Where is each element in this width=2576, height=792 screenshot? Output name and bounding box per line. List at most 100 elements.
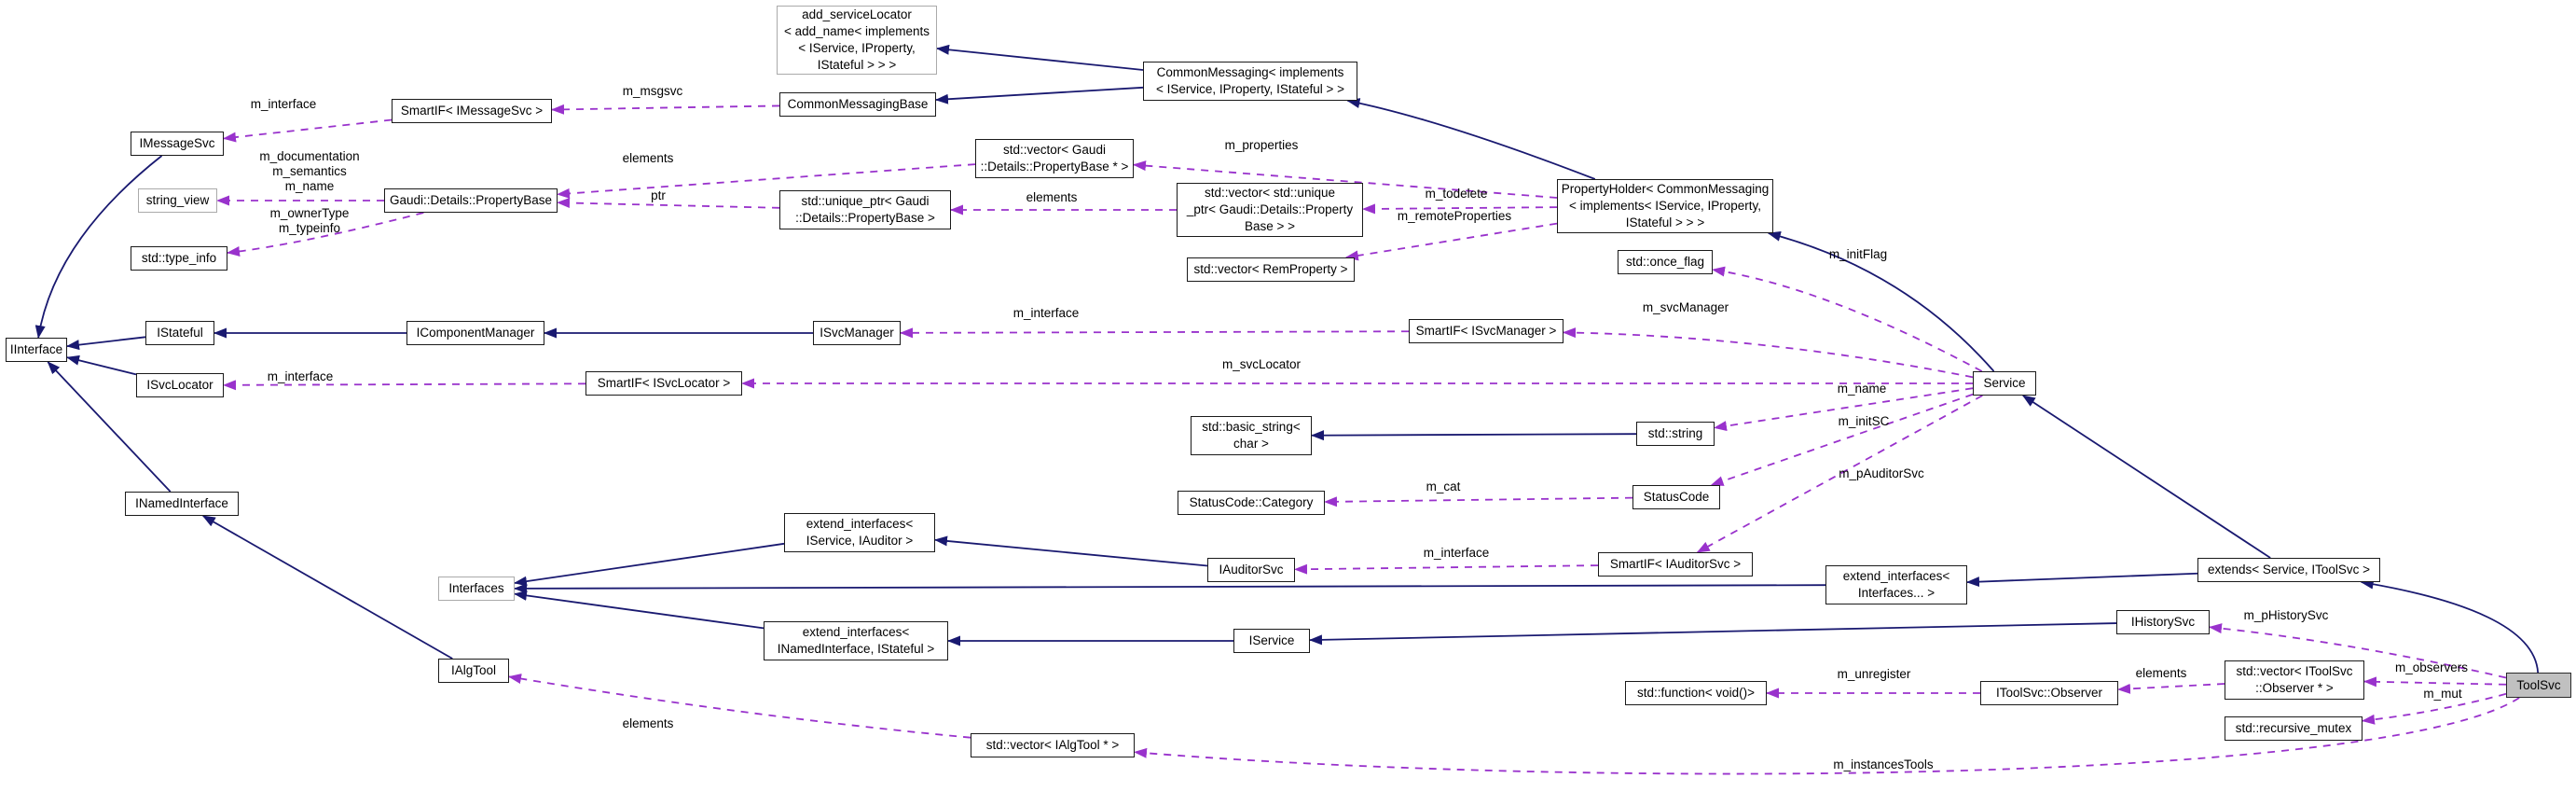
usage-edge-propertyholder-to-vec_remproperty	[1344, 222, 1558, 261]
class-node-unique_ptr_propertybase[interactable]: std::unique_ptr< Gaudi ::Details::Proper…	[779, 190, 951, 229]
usage-edge-smartif_imessagesvc-to-imessagesvc	[223, 118, 393, 143]
edge-label-smartif_isvcmanager-to-isvcmanager: m_interface	[1012, 306, 1080, 320]
class-node-imessagesvc[interactable]: IMessageSvc	[131, 132, 224, 156]
usage-edge-unique_ptr_propertybase-to-propertybase	[557, 198, 780, 209]
inheritance-edge-toolsvc-to-extends_service_itoolsvc	[2360, 578, 2540, 674]
class-node-string_view: string_view	[138, 188, 217, 213]
usage-edge-service-to-smartif_isvcmanager	[1563, 327, 1974, 379]
class-node-smartif_isvclocator[interactable]: SmartIF< ISvcLocator >	[585, 371, 742, 396]
class-node-interfaces: Interfaces	[438, 577, 515, 601]
inheritance-edge-ext_inamed_istateful-to-interfaces	[514, 590, 765, 630]
class-node-toolsvc[interactable]: ToolSvc	[2506, 673, 2571, 698]
edge-label-unique_ptr_propertybase-to-propertybase: ptr	[651, 188, 666, 202]
class-node-iauditorsvc[interactable]: IAuditorSvc	[1207, 558, 1295, 582]
usage-edge-service-to-smartif_iauditorsvc	[1696, 395, 1983, 553]
edge-label-propertyholder-to-vec_unique_ptr: m_todelete	[1425, 187, 1488, 201]
edge-label-toolsvc-to-vec_observer: m_observers	[2394, 660, 2469, 674]
edge-label-propertyholder-to-vec_remproperty: m_remoteProperties	[1397, 209, 1512, 223]
inheritance-edge-ihistorysvc-to-iservice	[1309, 622, 2117, 646]
inheritance-edge-imessagesvc-to-iinterface	[34, 155, 163, 339]
class-node-vec_observer[interactable]: std::vector< IToolSvc ::Observer * >	[2225, 660, 2364, 700]
edge-label-statuscode-to-statuscode_category: m_cat	[1426, 479, 1461, 493]
edge-label-service-to-smartif_iauditorsvc: m_pAuditorSvc	[1839, 466, 1924, 480]
usage-edge-service-to-statuscode	[1710, 393, 1974, 486]
edge-label-propertybase-to-type_info: m_ownerType m_typeinfo	[269, 206, 350, 235]
usage-edge-vec_observer-to-itoolsvc_observer	[2117, 683, 2225, 694]
inheritance-edge-iauditorsvc-to-ext_iservice_iauditor	[934, 535, 1208, 567]
class-node-ext_inamed_istateful[interactable]: extend_interfaces< INamedInterface, ISta…	[764, 621, 948, 660]
usage-edge-service-to-once_flag	[1712, 266, 1983, 372]
class-node-ext_interfaces[interactable]: extend_interfaces< Interfaces... >	[1825, 565, 1967, 604]
edge-label-vec_observer-to-itoolsvc_observer: elements	[2135, 666, 2187, 680]
class-node-std_string[interactable]: std::string	[1636, 422, 1715, 446]
class-node-ihistorysvc[interactable]: IHistorySvc	[2116, 610, 2210, 634]
usage-edge-statuscode-to-statuscode_category	[1324, 496, 1633, 507]
class-node-isvclocator[interactable]: ISvcLocator	[136, 373, 224, 397]
edge-label-smartif_iauditorsvc-to-iauditorsvc: m_interface	[1423, 546, 1490, 560]
class-node-smartif_isvcmanager[interactable]: SmartIF< ISvcManager >	[1409, 319, 1564, 343]
class-node-ialgtool[interactable]: IAlgTool	[438, 659, 509, 683]
edge-label-toolsvc-to-vec_ialgtool: m_instancesTools	[1833, 757, 1934, 771]
edge-label-vec_ialgtool-to-ialgtool: elements	[622, 716, 674, 730]
class-node-extends_service_itoolsvc[interactable]: extends< Service, IToolSvc >	[2197, 558, 2380, 582]
class-node-propertybase[interactable]: Gaudi::Details::PropertyBase	[384, 188, 558, 213]
class-node-statuscode_category[interactable]: StatusCode::Category	[1178, 491, 1325, 515]
class-node-vec_remproperty[interactable]: std::vector< RemProperty >	[1187, 257, 1355, 282]
class-node-smartif_iauditorsvc[interactable]: SmartIF< IAuditorSvc >	[1598, 552, 1753, 577]
class-node-ext_iservice_iauditor[interactable]: extend_interfaces< IService, IAuditor >	[784, 513, 935, 552]
inheritance-edge-ext_interfaces-to-interfaces	[514, 583, 1826, 594]
class-node-istateful[interactable]: IStateful	[145, 321, 214, 345]
class-node-iinterface[interactable]: IInterface	[6, 338, 67, 362]
class-node-iservice[interactable]: IService	[1233, 629, 1310, 653]
edge-label-itoolsvc_observer-to-std_function: m_unregister	[1837, 667, 1911, 681]
edge-label-toolsvc-to-ihistorysvc: m_pHistorySvc	[2243, 608, 2329, 622]
class-node-propertyholder[interactable]: PropertyHolder< CommonMessaging < implem…	[1557, 179, 1773, 233]
class-node-commonmessagingbase[interactable]: CommonMessagingBase	[779, 92, 936, 117]
inheritance-edge-commonmessaging-to-commonmessagingbase	[935, 86, 1144, 104]
class-node-recursive_mutex[interactable]: std::recursive_mutex	[2225, 716, 2362, 741]
class-node-isvcmanager[interactable]: ISvcManager	[813, 321, 901, 345]
class-node-vec_unique_ptr[interactable]: std::vector< std::unique _ptr< Gaudi::De…	[1177, 183, 1363, 237]
class-node-vec_propertybase[interactable]: std::vector< Gaudi ::Details::PropertyBa…	[975, 139, 1134, 178]
usage-edge-vec_ialgtool-to-ialgtool	[508, 674, 971, 739]
class-node-statuscode[interactable]: StatusCode	[1632, 485, 1720, 509]
class-node-add_servicelocator: add_serviceLocator < add_name< implement…	[777, 6, 937, 75]
class-node-smartif_imessagesvc[interactable]: SmartIF< IMessageSvc >	[392, 99, 552, 123]
class-node-commonmessaging[interactable]: CommonMessaging< implements < IService, …	[1143, 62, 1357, 101]
class-node-type_info[interactable]: std::type_info	[131, 246, 227, 271]
inheritance-edge-isvclocator-to-iinterface	[66, 354, 137, 376]
class-node-once_flag[interactable]: std::once_flag	[1618, 250, 1713, 274]
class-node-inamedinterface[interactable]: INamedInterface	[125, 492, 239, 516]
inheritance-edge-ialgtool-to-inamedinterface	[201, 515, 453, 660]
edge-label-commonmessagingbase-to-smartif_imessagesvc: m_msgsvc	[622, 84, 683, 98]
inheritance-edge-propertyholder-to-commonmessaging	[1346, 98, 1596, 180]
class-node-service[interactable]: Service	[1973, 371, 2036, 396]
edge-label-smartif_imessagesvc-to-imessagesvc: m_interface	[250, 97, 317, 111]
inheritance-edge-commonmessaging-to-add_servicelocator	[936, 44, 1144, 71]
class-node-icomponentmanager[interactable]: IComponentManager	[406, 321, 544, 345]
inheritance-edge-istateful-to-iinterface	[66, 336, 146, 351]
edge-label-service-to-smartif_isvclocator: m_svcLocator	[1221, 357, 1302, 371]
inheritance-edge-extends_service_itoolsvc-to-service	[2021, 395, 2271, 559]
usage-edge-smartif_iauditorsvc-to-iauditorsvc	[1294, 563, 1599, 575]
inheritance-edge-service-to-propertyholder	[1767, 230, 1995, 372]
edge-label-smartif_isvclocator-to-isvclocator: m_interface	[267, 369, 334, 383]
edge-label-service-to-once_flag: m_initFlag	[1828, 247, 1888, 261]
class-node-std_function[interactable]: std::function< void()>	[1625, 681, 1767, 705]
edge-label-propertybase-to-string_view: m_documentation m_semantics m_name	[259, 149, 360, 193]
class-node-vec_ialgtool[interactable]: std::vector< IAlgTool * >	[971, 733, 1135, 757]
class-node-basic_string[interactable]: std::basic_string< char >	[1191, 416, 1312, 455]
edge-label-vec_unique_ptr-to-unique_ptr_propertybase: elements	[1026, 190, 1078, 204]
usage-edge-service-to-std_string	[1714, 387, 1974, 432]
edge-label-service-to-statuscode: m_initSC	[1838, 414, 1890, 428]
inheritance-edge-extends_service_itoolsvc-to-ext_interfaces	[1966, 572, 2198, 588]
usage-edge-propertyholder-to-vec_unique_ptr	[1362, 203, 1558, 215]
edge-label-propertyholder-to-vec_propertybase: m_properties	[1224, 138, 1299, 152]
usage-edge-toolsvc-to-vec_observer	[2363, 676, 2507, 688]
usage-edge-propertybase-to-type_info	[227, 212, 424, 257]
usage-edge-propertyholder-to-vec_propertybase	[1133, 160, 1558, 199]
usage-edge-smartif_isvclocator-to-isvclocator	[223, 380, 586, 391]
inheritance-edge-std_string-to-basic_string	[1311, 430, 1637, 441]
class-node-itoolsvc_observer[interactable]: IToolSvc::Observer	[1980, 681, 2118, 705]
